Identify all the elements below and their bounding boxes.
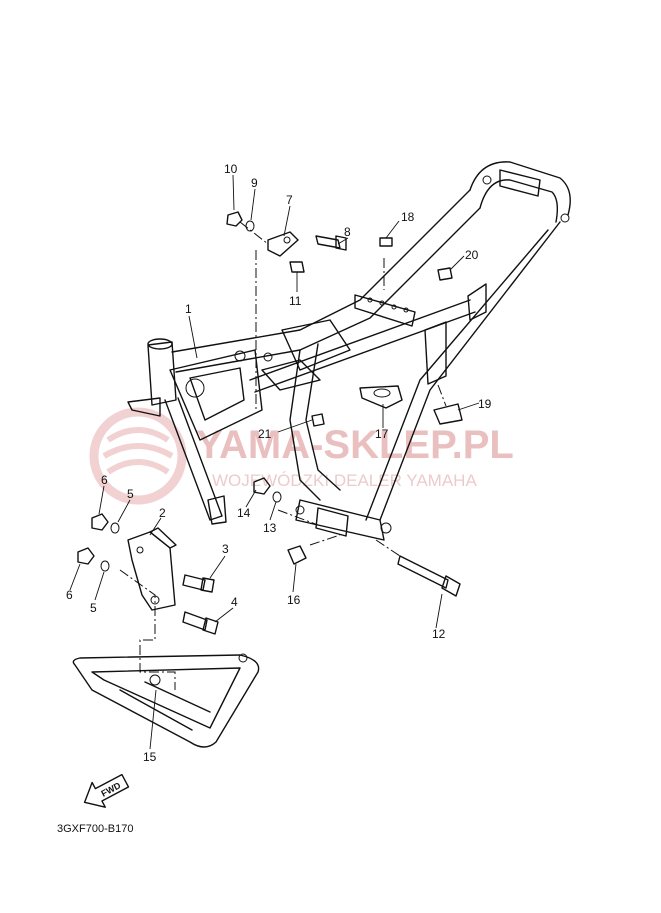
callout-7: 7 <box>286 193 293 207</box>
callout-1: 1 <box>185 302 192 316</box>
callout-6-upper: 6 <box>101 473 108 487</box>
callout-13: 13 <box>263 521 277 535</box>
callout-4: 4 <box>231 595 238 609</box>
callout-20: 20 <box>465 248 479 262</box>
watermark: YAMA-SKLEP.PL WOJEWÓDZKI DEALER YAMAHA <box>89 407 514 505</box>
callout-19: 19 <box>478 397 492 411</box>
part-code: 3GXF700-B170 <box>57 823 133 835</box>
engine-bracket <box>127 527 177 611</box>
callout-17: 17 <box>375 427 389 441</box>
callout-12: 12 <box>432 627 446 641</box>
callout-6-lower: 6 <box>66 588 73 602</box>
assembly-lines <box>119 221 447 690</box>
callout-5-lower: 5 <box>90 601 97 615</box>
callout-8: 8 <box>344 225 351 239</box>
callout-14: 14 <box>237 506 251 520</box>
fasteners <box>77 211 463 635</box>
fwd-arrow: FWD <box>83 773 130 808</box>
callout-10: 10 <box>224 162 238 176</box>
callout-numbers: 1 2 3 4 5 5 6 6 7 8 9 10 11 12 13 14 15 … <box>66 162 492 764</box>
main-frame <box>127 161 571 541</box>
callout-15: 15 <box>143 750 157 764</box>
callout-3: 3 <box>222 542 229 556</box>
skid-plate <box>72 653 260 748</box>
callout-9: 9 <box>251 176 258 190</box>
leader-lines <box>69 174 480 750</box>
watermark-brand: YAMA-SKLEP.PL <box>196 423 514 467</box>
callout-16: 16 <box>287 593 301 607</box>
callout-21: 21 <box>258 427 272 441</box>
callout-5-upper: 5 <box>127 487 134 501</box>
callout-18: 18 <box>401 210 415 224</box>
callout-2: 2 <box>159 506 166 520</box>
watermark-tagline: WOJEWÓDZKI DEALER YAMAHA <box>212 471 477 490</box>
callout-11: 11 <box>289 294 302 308</box>
